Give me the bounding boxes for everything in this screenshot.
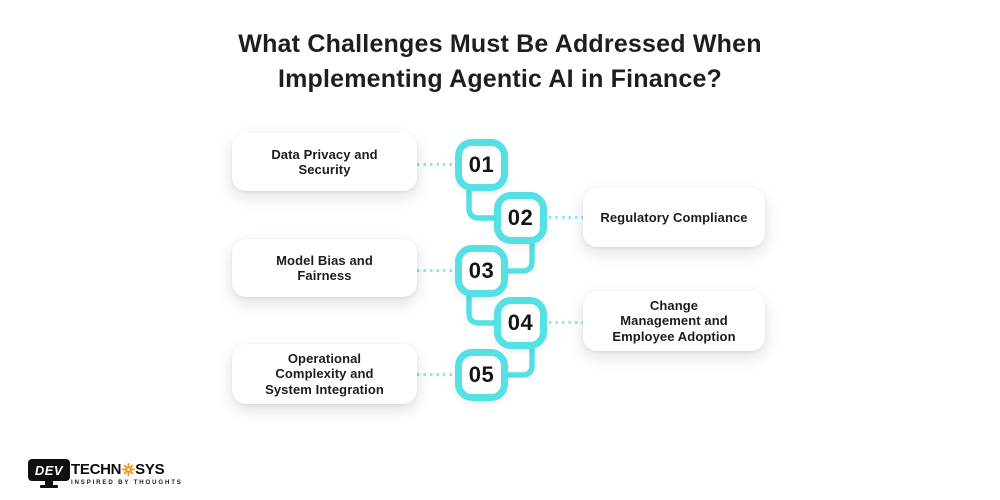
badge-number-4: 04 xyxy=(507,310,534,335)
challenge-card-2: Regulatory Compliance xyxy=(583,188,765,247)
logo-tagline: INSPIRED BY THOUGHTS xyxy=(71,479,183,486)
number-badge-2: 02 xyxy=(494,192,547,244)
infographic-title: What Challenges Must Be Addressed When I… xyxy=(238,30,762,93)
monitor-base xyxy=(40,485,58,488)
number-badge-5: 05 xyxy=(455,349,508,401)
challenge-label-4: Change Management and Employee Adoption xyxy=(612,297,736,344)
logo-techn-text: TECHN xyxy=(71,461,122,478)
dotted-connector-5 xyxy=(417,373,455,376)
challenge-label-2: Regulatory Compliance xyxy=(600,209,748,225)
badge-number-2: 02 xyxy=(507,205,534,230)
dotted-connector-1 xyxy=(417,163,455,166)
challenge-card-4: Change Management and Employee Adoption xyxy=(583,291,765,351)
challenge-card-1: Data Privacy and Security xyxy=(232,133,417,191)
logo-wordmark: TECHN SYS xyxy=(71,462,183,477)
badge-number-1: 01 xyxy=(468,152,495,177)
number-badge-4: 04 xyxy=(494,297,547,349)
curve-connector-1-2 xyxy=(466,184,500,221)
logo-sys-text: SYS xyxy=(135,461,165,478)
number-badge-3: 03 xyxy=(455,245,508,297)
monitor-screen: DEV xyxy=(28,459,70,481)
dev-technosys-logo: DEV TECHN xyxy=(28,459,183,489)
badge-number-5: 05 xyxy=(468,362,495,387)
dotted-connector-3 xyxy=(417,269,455,272)
challenge-label-1: Data Privacy and Security xyxy=(271,146,378,178)
logo-dev-text: DEV xyxy=(34,462,64,478)
logo-text-block: TECHN SYS INS xyxy=(71,459,183,486)
curve-connector-2-3 xyxy=(503,238,535,274)
monitor-stand xyxy=(45,481,53,485)
badge-number-3: 03 xyxy=(468,258,495,283)
dotted-connector-2 xyxy=(549,216,583,219)
challenge-label-5: Operational Complexity and System Integr… xyxy=(265,350,384,397)
challenge-label-3: Model Bias and Fairness xyxy=(276,252,373,284)
monitor-icon: DEV xyxy=(28,459,70,489)
number-badge-1: 01 xyxy=(455,139,508,191)
challenge-card-3: Model Bias and Fairness xyxy=(232,239,417,297)
dotted-connector-4 xyxy=(549,321,583,324)
curve-connector-4-5 xyxy=(503,342,535,378)
gear-icon xyxy=(121,463,135,476)
challenge-card-5: Operational Complexity and System Integr… xyxy=(232,344,417,404)
curve-connector-3-4 xyxy=(466,290,500,326)
